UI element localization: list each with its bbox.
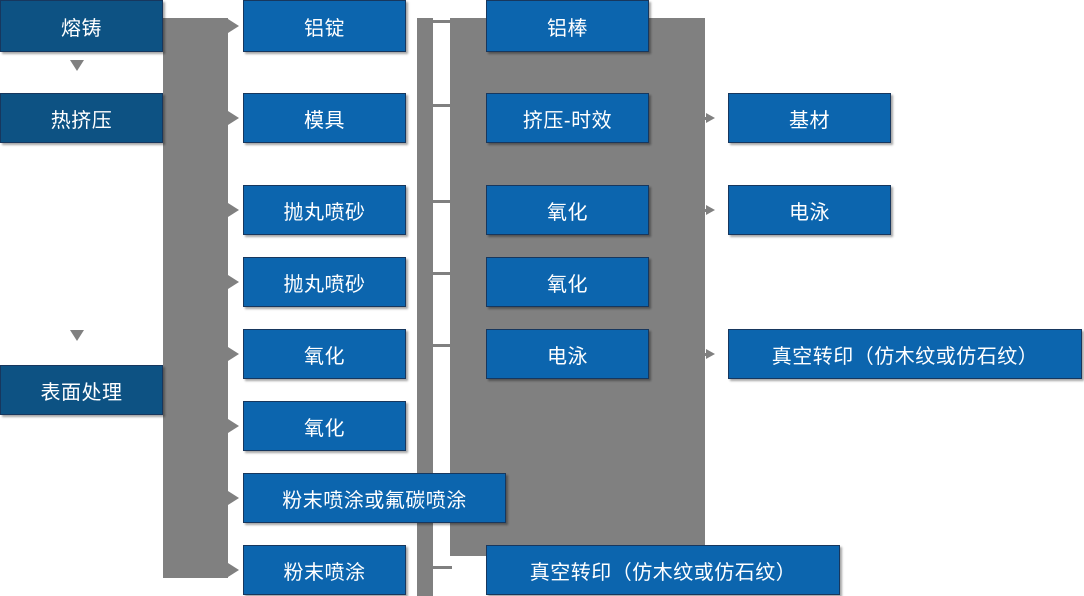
connector-trunk-left	[163, 18, 228, 578]
arrow-right-icon-a5	[228, 347, 239, 361]
connector-stub-c2	[700, 209, 708, 212]
connector-rung-3	[433, 200, 452, 203]
node-hot-extrusion[interactable]: 热挤压	[0, 93, 163, 143]
arrow-right-icon-a7	[228, 491, 239, 505]
node-oxidation-a1[interactable]: 氧化	[243, 329, 406, 379]
arrow-right-icon-c1	[706, 113, 715, 123]
node-extrusion-aging[interactable]: 挤压-时效	[486, 93, 649, 143]
connector-rung-4	[433, 272, 452, 275]
connector-rung-6	[433, 566, 452, 569]
connector-rung-2	[433, 104, 452, 107]
arrow-right-icon-a2	[228, 111, 239, 125]
node-shot-blasting-2[interactable]: 抛丸喷砂	[243, 257, 406, 307]
node-oxidation-b1[interactable]: 氧化	[486, 185, 649, 235]
node-electrophoresis-b[interactable]: 电泳	[486, 329, 649, 379]
node-aluminum-bar[interactable]: 铝棒	[486, 0, 649, 52]
node-powder-or-fluorocarbon-coating[interactable]: 粉末喷涂或氟碳喷涂	[243, 473, 506, 523]
node-oxidation-a2[interactable]: 氧化	[243, 401, 406, 451]
node-vacuum-transfer-printing-b[interactable]: 真空转印（仿木纹或仿石纹）	[486, 545, 840, 595]
connector-stub-c1	[700, 117, 708, 120]
connector-rung-5	[433, 344, 452, 347]
arrow-right-icon-c2	[706, 205, 715, 215]
connector-stub-c3	[700, 353, 708, 356]
node-mold[interactable]: 模具	[243, 93, 406, 143]
arrow-down-icon-extrude-to-surface	[70, 330, 84, 341]
arrow-right-icon-a3	[228, 203, 239, 217]
arrow-right-icon-a4	[228, 275, 239, 289]
node-melt-casting[interactable]: 熔铸	[0, 0, 163, 52]
node-powder-coating[interactable]: 粉末喷涂	[243, 545, 406, 595]
connector-surface-to-trunk	[163, 388, 185, 391]
node-surface-treatment[interactable]: 表面处理	[0, 365, 163, 415]
arrow-right-icon-a8	[228, 563, 239, 577]
arrow-right-icon-a1	[228, 19, 239, 33]
node-base-material[interactable]: 基材	[728, 93, 891, 143]
connector-riser-mid	[417, 18, 433, 596]
node-shot-blasting-1[interactable]: 抛丸喷砂	[243, 185, 406, 235]
arrow-down-icon-melt-to-extrude	[70, 60, 84, 71]
connector-rung-1	[433, 20, 452, 23]
node-vacuum-transfer-printing-output[interactable]: 真空转印（仿木纹或仿石纹）	[728, 329, 1082, 379]
node-oxidation-b2[interactable]: 氧化	[486, 257, 649, 307]
arrow-right-icon-c3	[706, 349, 715, 359]
arrow-right-icon-a6	[228, 419, 239, 433]
node-electrophoresis-output[interactable]: 电泳	[728, 185, 891, 235]
node-aluminum-ingot[interactable]: 铝锭	[243, 0, 406, 52]
